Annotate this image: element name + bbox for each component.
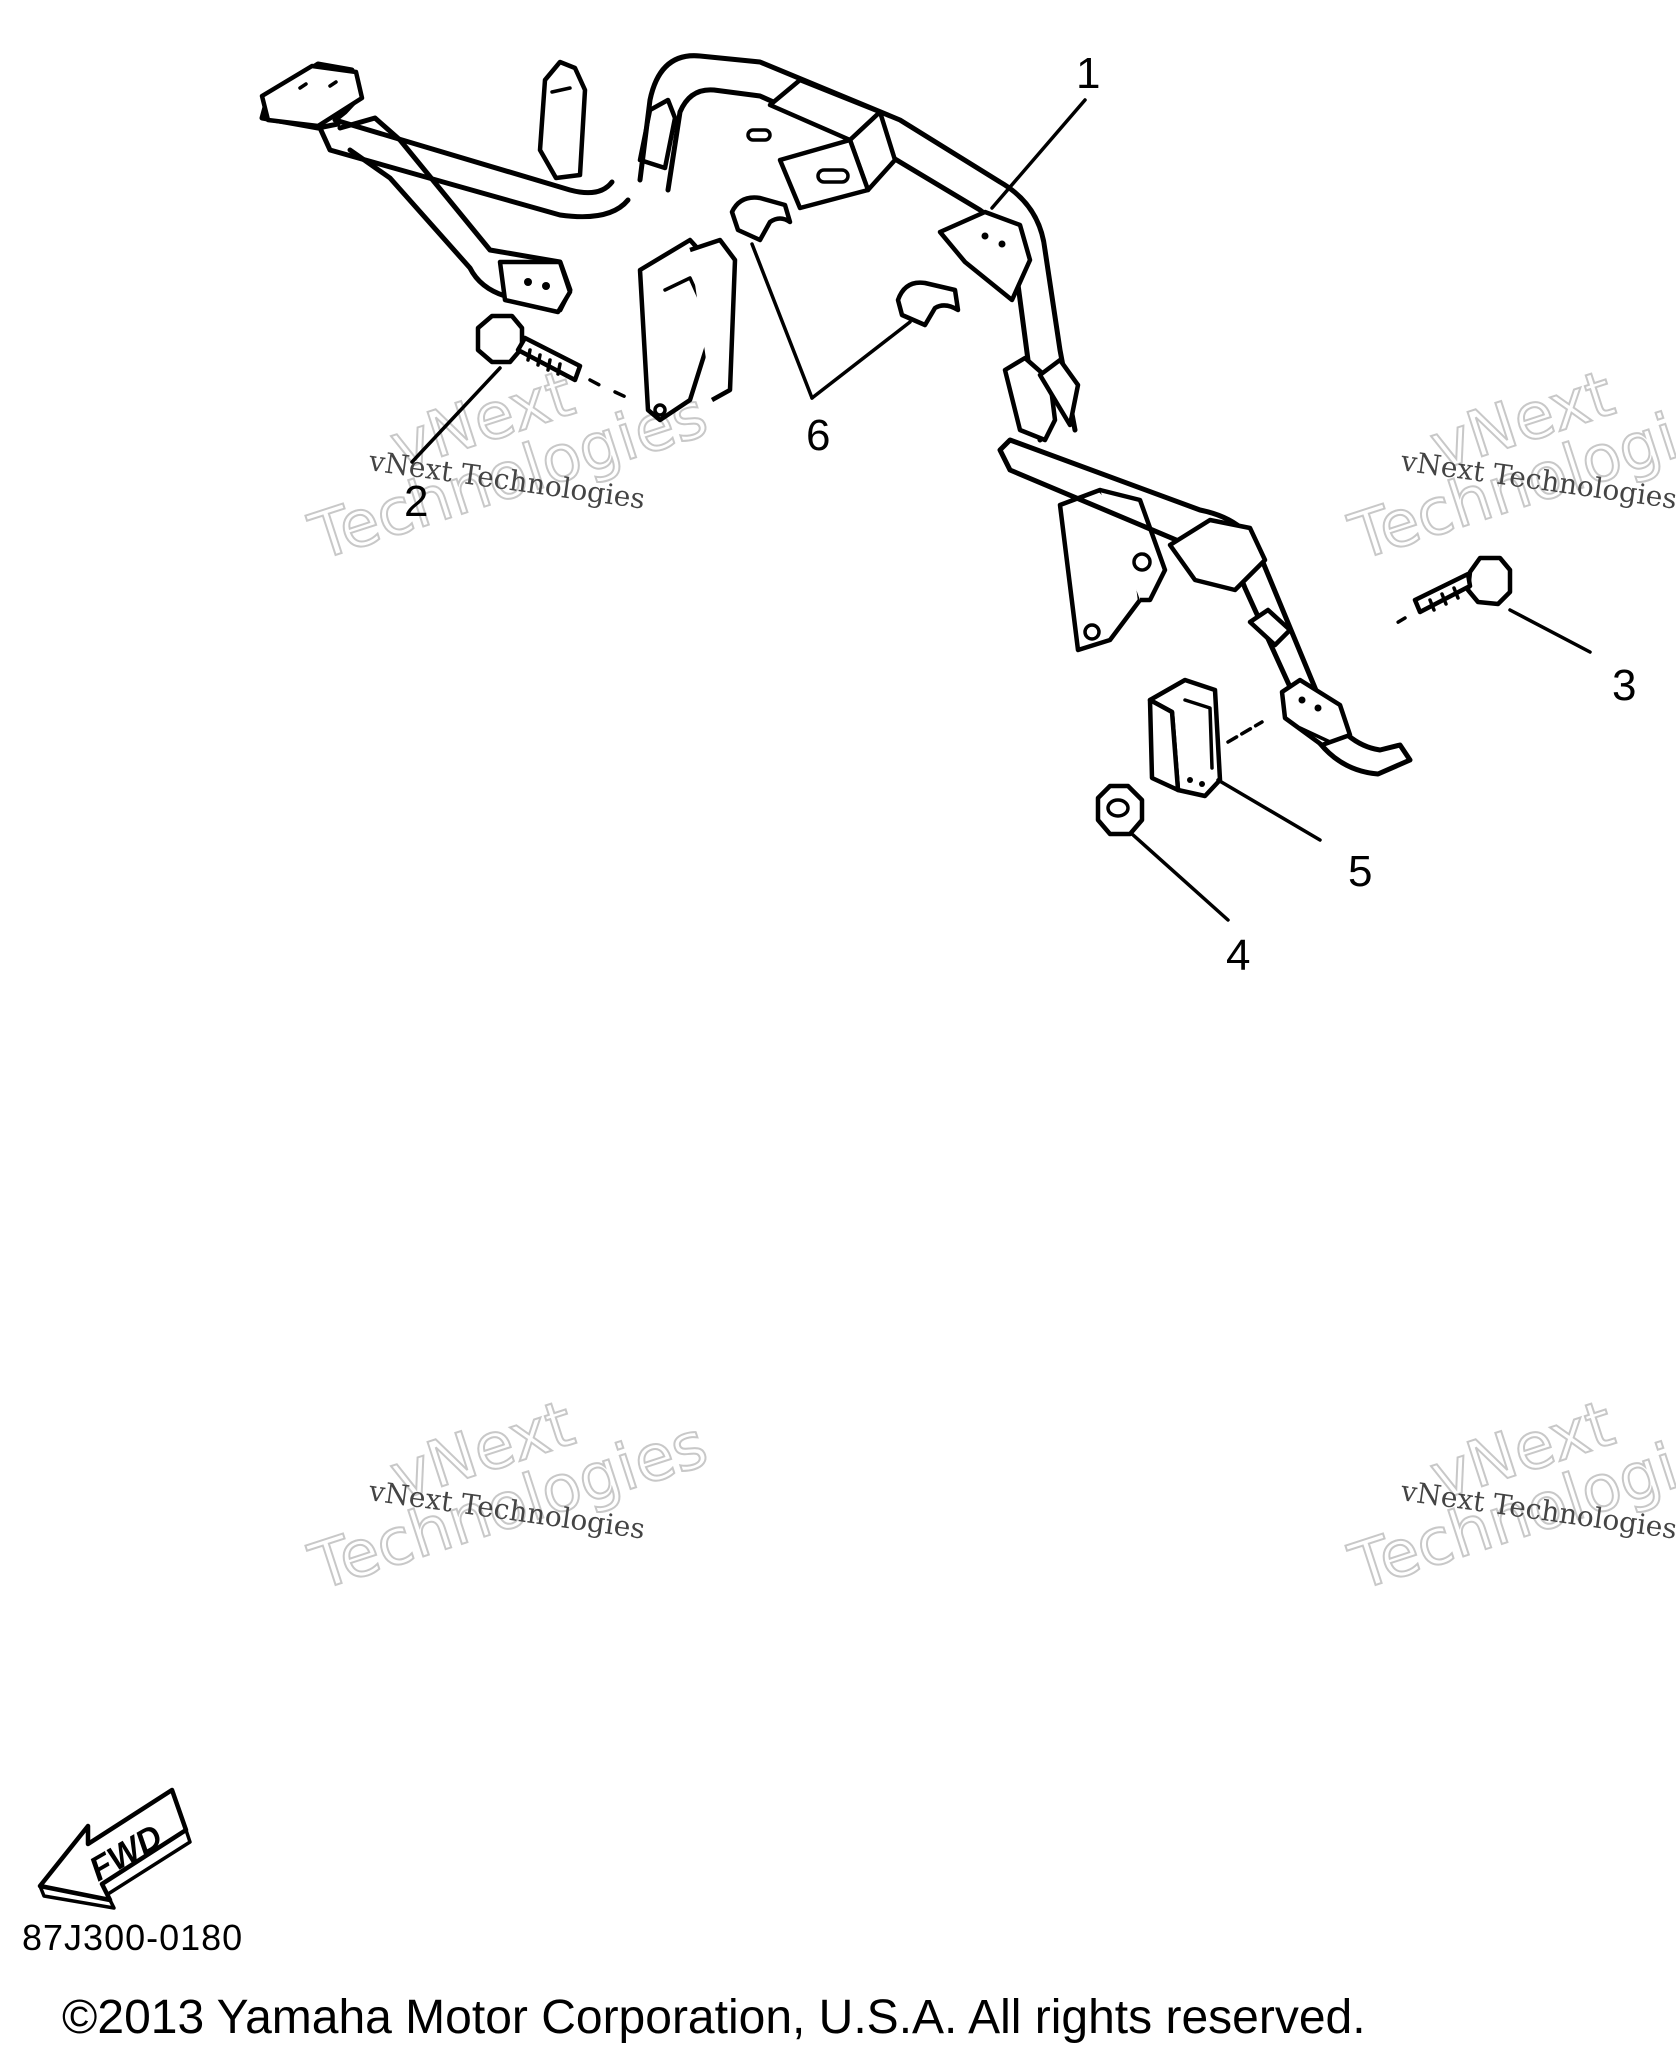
copyright-notice: ©2013 Yamaha Motor Corporation, U.S.A. A… (62, 1991, 1366, 2044)
drawing-number: 87J300-0180 (22, 1917, 244, 1958)
callout-2: 2 (404, 477, 428, 526)
fwd-arrow: FWD (37, 1787, 192, 1910)
watermark-top-right: vNext Technologies vNext Technologies (1340, 356, 1676, 576)
callout-6: 6 (806, 411, 830, 460)
part-6-collars (729, 195, 961, 328)
part-2-bolt (475, 313, 630, 400)
callout-1: 1 (1076, 49, 1100, 98)
callout-5: 5 (1348, 847, 1372, 896)
part-1-handle-frame (259, 53, 1413, 777)
watermark-bottom-left: vNext Technologies vNext Technologies (300, 1386, 717, 1606)
part-3-bolt (1393, 555, 1513, 626)
callout-labels: 1 2 3 4 5 6 (404, 49, 1636, 980)
watermark-bottom-right: vNext Technologies vNext Technologies (1340, 1386, 1676, 1606)
part-4-nut (1095, 783, 1145, 837)
callout-4: 4 (1226, 931, 1250, 980)
leader-lines (410, 98, 1592, 922)
part-5-clamp (1147, 677, 1264, 799)
callout-3: 3 (1612, 661, 1636, 710)
